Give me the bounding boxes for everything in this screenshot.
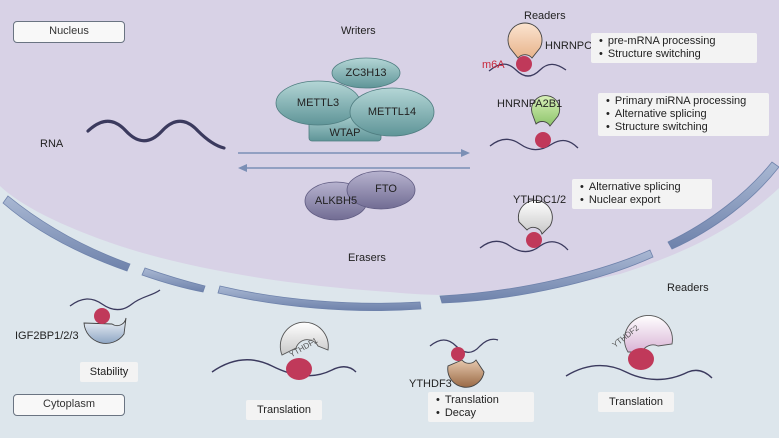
writers-complex	[275, 57, 435, 142]
function-item: Alternative splicing	[580, 181, 704, 194]
ythdf3-protein	[447, 359, 485, 388]
ythdc-protein	[517, 199, 553, 235]
function-item: Decay	[436, 407, 526, 420]
wtap-label: WTAP	[329, 127, 361, 139]
nucleus-region	[0, 0, 779, 296]
igf2bp-reader	[69, 289, 161, 344]
writing-arrowhead	[461, 149, 470, 157]
ythdf3-label: YTHDF3	[409, 378, 452, 390]
envelope-segment	[439, 249, 654, 304]
m6a-dot	[535, 132, 551, 148]
m6a-dot	[451, 347, 465, 361]
reversible-arrows	[238, 149, 470, 172]
ythdc-label: YTHDC1/2	[513, 194, 567, 206]
m6a-dot	[516, 56, 532, 72]
igf2bp-function: Stability	[80, 362, 138, 382]
m6a-label: m6A	[482, 59, 505, 71]
igf2bp-label: IGF2BP1/2/3	[15, 330, 79, 342]
nucleus-label: Nucleus	[13, 21, 125, 43]
envelope-segment	[2, 195, 131, 272]
ythdf1-function: Translation	[246, 400, 322, 420]
erasers-complex	[304, 170, 416, 221]
ythdf3-reader	[429, 338, 499, 388]
envelope-segment	[141, 267, 206, 293]
rna-strand	[86, 119, 226, 150]
ythdc-reader	[479, 199, 569, 253]
nuclear-envelope	[2, 161, 779, 311]
igf2bp-protein	[83, 317, 127, 344]
rna-strand	[488, 63, 567, 77]
ythdc-functions: Alternative splicing Nuclear export	[572, 179, 712, 209]
function-item: Alternative splicing	[606, 108, 761, 121]
zc3h13-label: ZC3H13	[345, 67, 387, 79]
envelope-segment	[667, 161, 779, 250]
rna-strand	[69, 289, 161, 311]
fto-label: FTO	[375, 183, 397, 195]
rna-strand	[489, 138, 579, 151]
ythdf1-protein	[279, 321, 329, 356]
zc3h13-protein	[331, 57, 401, 89]
mettl3-label: METTL3	[296, 97, 340, 109]
hnrnpa2b1-reader	[489, 95, 579, 151]
cytoplasm-label: Cytoplasm	[13, 394, 125, 416]
function-item: Translation	[436, 394, 526, 407]
function-item: pre-mRNA processing	[599, 35, 749, 48]
mettl14-protein	[349, 87, 435, 137]
ythdf1-reader	[211, 321, 357, 380]
function-item: Structure switching	[599, 48, 749, 61]
hnrnpa2b1-protein	[531, 95, 561, 127]
mettl14-label: METTL14	[367, 106, 417, 118]
alkbh5-label: ALKBH5	[314, 195, 358, 207]
function-item: Nuclear export	[580, 194, 704, 207]
m6a-dot	[526, 232, 542, 248]
envelope-segment	[217, 285, 422, 311]
ythdf2-protein	[624, 315, 673, 353]
ythdf3-functions: Translation Decay	[428, 392, 534, 422]
cytoplasmic-readers-heading: Readers	[667, 282, 709, 294]
hnrnpa2b1-label: HNRNPA2B1	[497, 98, 563, 110]
function-item: Structure switching	[606, 121, 761, 134]
rna-label: RNA	[40, 138, 64, 150]
rna-strand	[429, 338, 499, 354]
rna-strand	[479, 240, 569, 253]
hnrnpc-protein	[507, 22, 543, 59]
hnrnpc-reader	[488, 22, 567, 77]
hnrnpa2b1-functions: Primary miRNA processing Alternative spl…	[598, 93, 769, 136]
writers-heading: Writers	[341, 25, 376, 37]
rna-strand	[211, 359, 357, 377]
erasing-arrowhead	[238, 164, 247, 172]
hnrnpc-functions: pre-mRNA processing Structure switching	[591, 33, 757, 63]
erasers-heading: Erasers	[348, 252, 386, 264]
m6a-dot	[286, 358, 312, 380]
ythdf2-function: Translation	[598, 392, 674, 412]
rna-strand	[565, 364, 713, 381]
m6a-dot	[628, 348, 654, 370]
nuclear-readers-heading: Readers	[524, 10, 566, 22]
m6a-dot	[94, 308, 110, 324]
ythdf2-reader	[565, 315, 713, 381]
function-item: Primary miRNA processing	[606, 95, 761, 108]
hnrnpc-label: HNRNPC	[545, 40, 593, 52]
fto-protein	[346, 170, 416, 210]
